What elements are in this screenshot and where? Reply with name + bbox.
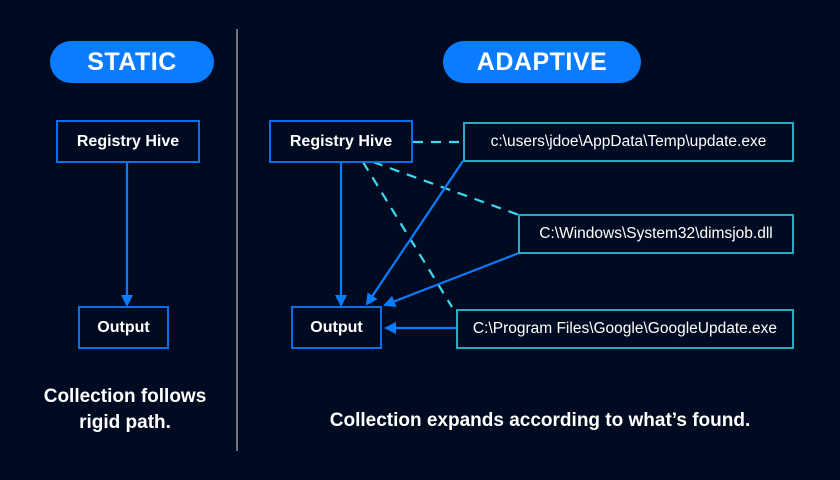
- adaptive-output-node: Output: [291, 306, 382, 349]
- adaptive-badge: ADAPTIVE: [443, 41, 641, 83]
- arrow-dimsjob-dll-to-output: [383, 251, 520, 307]
- adaptive-caption: Collection expands according to what’s f…: [329, 410, 751, 431]
- static-caption-line-2: rigid path.: [79, 412, 171, 433]
- static-caption-line-1: Collection follows: [43, 386, 207, 407]
- dashed-link-hive-to-dimsjob-dll: [372, 160, 520, 217]
- static-output-node: Output: [78, 306, 169, 349]
- arrow-update-exe-to-output: [365, 160, 464, 306]
- adaptive-registry-hive-node: Registry Hive: [269, 120, 413, 163]
- artifact-node-update-exe: c:\users\jdoe\AppData\Temp\update.exe: [463, 122, 794, 162]
- static-badge: STATIC: [50, 41, 214, 83]
- static-registry-hive-node: Registry Hive: [56, 120, 200, 163]
- panel-divider: [236, 29, 238, 451]
- artifact-node-dimsjob-dll: C:\Windows\System32\dimsjob.dll: [518, 214, 794, 254]
- static-caption: Collection follows rigid path.: [20, 384, 230, 436]
- artifact-node-googleupdate-exe: C:\Program Files\Google\GoogleUpdate.exe: [456, 309, 794, 349]
